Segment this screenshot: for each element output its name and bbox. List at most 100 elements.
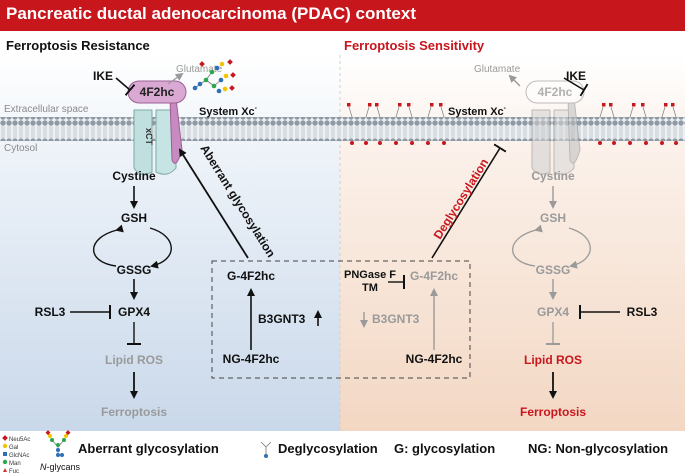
membrane-glycan-neu5ac xyxy=(439,103,443,107)
right-membrane-glycans xyxy=(347,103,678,145)
left-b3gnt3-label: B3GNT3 xyxy=(258,312,306,326)
membrane-glycan-neu5ac xyxy=(347,103,351,107)
right-glutamate-arrow xyxy=(508,74,521,87)
tm-label: TM xyxy=(362,282,378,294)
membrane-glycan-neu5ac xyxy=(632,103,636,107)
right-glutamate-label: Glutamate xyxy=(474,64,521,75)
left-cystine-label: Cystine xyxy=(112,169,156,183)
right-cycle-arc-right xyxy=(568,227,591,269)
right-ng-4f2hc-label: NG-4F2hc xyxy=(406,352,463,366)
membrane-glycan-stub xyxy=(348,106,353,118)
key-gal: Gal xyxy=(9,445,18,451)
membrane-glycan-inner xyxy=(628,141,632,145)
membrane-glycan-neu5ac xyxy=(407,103,411,107)
right-gpx4-label: GPX4 xyxy=(537,305,569,319)
membrane-glycan-stub xyxy=(440,106,445,118)
membrane-glycan-stub xyxy=(395,106,400,118)
left-gpx4-label: GPX4 xyxy=(118,305,150,319)
glycosylation-state-box xyxy=(211,260,471,379)
membrane-glycan-inner xyxy=(612,141,616,145)
right-gsh-label: GSH xyxy=(540,211,566,225)
membrane-glycan-stub xyxy=(376,106,381,118)
left-cycle-arc-left xyxy=(92,224,124,267)
membrane-glycan-inner xyxy=(644,141,648,145)
left-gssg-label: GSSG xyxy=(117,263,152,277)
membrane-glycan-stub xyxy=(365,106,370,118)
cytosol-label: Cytosol xyxy=(4,143,37,154)
aberrant-glycosylation-arrow xyxy=(178,148,249,259)
membrane-glycan-inner xyxy=(364,141,368,145)
legend-glycan-tree-icon xyxy=(45,430,71,457)
glycan-key xyxy=(2,435,8,472)
left-system-xc-transporter xyxy=(127,80,187,175)
right-g-4f2hc-label: G-4F2hc xyxy=(410,269,458,283)
left-ike-label: IKE xyxy=(93,69,113,83)
deglycosylation-inhibit-line xyxy=(431,143,507,259)
left-system-xc-label: System Xc- xyxy=(199,105,258,118)
title-bar xyxy=(0,0,685,31)
left-glutamate-label: Glutamate xyxy=(176,64,223,75)
page-title: Pancreatic ductal adenocarcinoma (PDAC) … xyxy=(6,4,417,23)
left-g-4f2hc-label: G-4F2hc xyxy=(227,269,275,283)
legend-ng-definition: NG: Non-glycosylation xyxy=(528,441,668,456)
membrane-glycan-stub xyxy=(661,106,666,118)
left-cycle-arc-right xyxy=(149,227,172,269)
membrane-glycan-neu5ac xyxy=(641,103,645,107)
membrane-glycan-inner xyxy=(394,141,398,145)
extracellular-label: Extracellular space xyxy=(4,104,89,115)
membrane-glycan-neu5ac xyxy=(602,103,606,107)
membrane-glycan-stub xyxy=(642,106,647,118)
left-lipid-ros-label: Lipid ROS xyxy=(105,353,163,367)
left-gsh-label: GSH xyxy=(121,211,147,225)
key-fuc: Fuc xyxy=(9,469,19,475)
right-rsl3-label: RSL3 xyxy=(627,305,658,319)
membrane-glycan-neu5ac xyxy=(609,103,613,107)
membrane-glycan-stub xyxy=(629,106,634,118)
membrane-glycan-neu5ac xyxy=(664,103,668,107)
left-glutamate-arrow xyxy=(167,72,184,85)
right-panel-background xyxy=(340,55,685,431)
right-system-xc-label: System Xc- xyxy=(448,105,507,118)
right-system-xc-transporter xyxy=(525,80,585,175)
right-cycle-arc-left xyxy=(511,224,543,267)
right-cystine-label: Cystine xyxy=(531,169,575,183)
cell-membrane xyxy=(0,117,685,141)
left-ferroptosis-label: Ferroptosis xyxy=(101,405,167,419)
key-man: Man xyxy=(9,461,21,467)
membrane-glycan-neu5ac xyxy=(671,103,675,107)
membrane-glycan-neu5ac xyxy=(430,103,434,107)
right-ike-inhibit xyxy=(563,77,589,97)
membrane-glycan-inner xyxy=(426,141,430,145)
legend-deglycosylation: Deglycosylation xyxy=(278,441,378,456)
membrane-glycan-stub xyxy=(599,106,604,118)
right-4f2hc-label: 4F2hc xyxy=(538,85,573,99)
left-4f2hc-label: 4F2hc xyxy=(140,85,175,99)
membrane-glycan-inner xyxy=(674,141,678,145)
left-heading: Ferroptosis Resistance xyxy=(6,38,150,53)
membrane-glycan-inner xyxy=(410,141,414,145)
left-rsl3-label: RSL3 xyxy=(35,305,66,319)
membrane-glycan-neu5ac xyxy=(398,103,402,107)
right-heading: Ferroptosis Sensitivity xyxy=(344,38,485,53)
legend-g-definition: G: glycosylation xyxy=(394,441,495,456)
legend-n-glycans: N-glycans xyxy=(40,462,81,472)
left-ike-inhibit xyxy=(115,77,136,96)
membrane-glycan-inner xyxy=(350,141,354,145)
membrane-glycan-stub xyxy=(427,106,432,118)
right-b3gnt3-label: B3GNT3 xyxy=(372,312,420,326)
left-ng-4f2hc-label: NG-4F2hc xyxy=(223,352,280,366)
left-xct-label: xCT xyxy=(144,128,154,146)
pngase-label: PNGase F xyxy=(344,269,396,281)
membrane-glycan-inner xyxy=(660,141,664,145)
membrane-glycan-stub xyxy=(610,106,615,118)
membrane-glycan-neu5ac xyxy=(375,103,379,107)
membrane-glycan-inner xyxy=(378,141,382,145)
membrane-glycan-neu5ac xyxy=(368,103,372,107)
membrane-glycan-inner xyxy=(442,141,446,145)
membrane-glycan-inner xyxy=(598,141,602,145)
right-ike-label: IKE xyxy=(566,69,586,83)
membrane-glycan-stub xyxy=(408,106,413,118)
right-ferroptosis-label: Ferroptosis xyxy=(520,405,586,419)
legend-aberrant-glycosylation: Aberrant glycosylation xyxy=(78,441,219,456)
